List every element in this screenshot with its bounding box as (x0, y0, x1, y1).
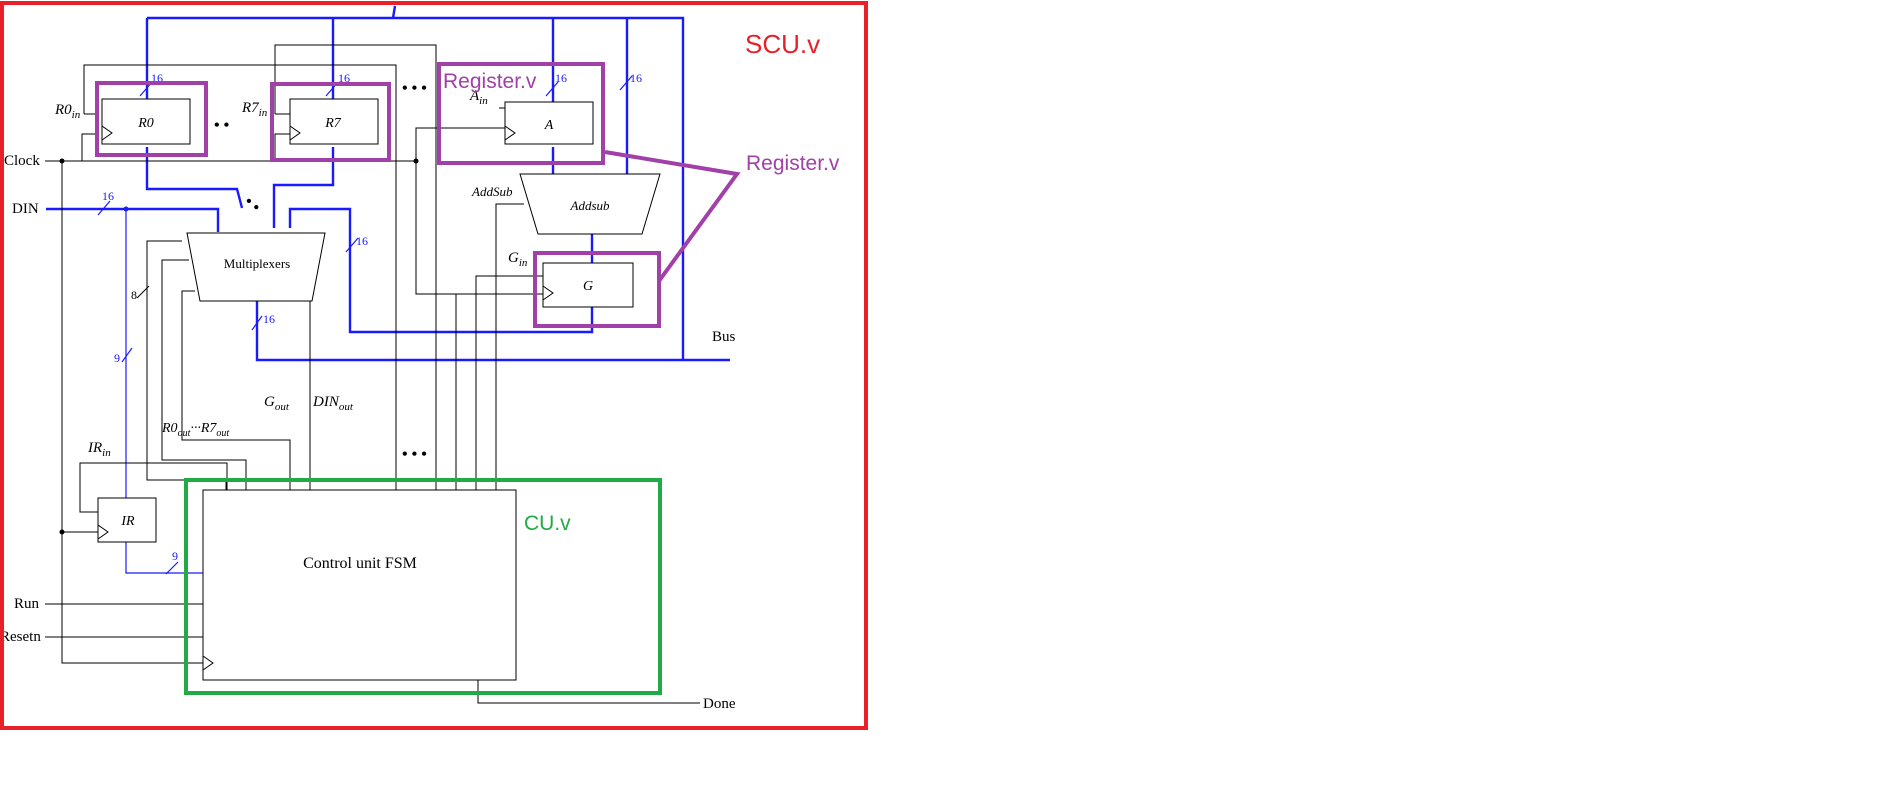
r7-label: R7 (324, 116, 342, 131)
ellipsis-mux: • • (241, 193, 264, 216)
g-label: G (583, 279, 593, 294)
r7-register-box (270, 82, 391, 162)
width-mux-8: 8 (131, 288, 137, 302)
width-ir-9: 9 (114, 351, 120, 365)
scu-module-label: SCU.v (745, 29, 820, 59)
width-a: 16 (555, 71, 567, 85)
r0-label: R0 (137, 116, 154, 131)
io-labels: Clock DIN Run Resetn Bus Done (0, 153, 736, 712)
width-labels: 16 16 16 16 16 16 16 9 9 8 (102, 71, 642, 563)
clock-label: Clock (4, 153, 40, 169)
bus-label: Bus (712, 329, 736, 345)
a-in-label: Ain (469, 88, 488, 107)
ir-in-label: IRin (87, 440, 111, 459)
register-label-top: Register.v (443, 70, 537, 93)
din-label: DIN (12, 201, 39, 217)
adder-subtractor: Addsub (519, 173, 661, 235)
register-ir: IR (97, 497, 157, 543)
register-r7: R7 (289, 98, 379, 145)
r7-in-label: R7in (241, 100, 268, 119)
width-r7: 16 (338, 71, 350, 85)
addsub-label: Addsub (570, 198, 611, 213)
cu-module-label: CU.v (524, 512, 571, 535)
ellipsis-r0-r7: • • (214, 117, 229, 134)
junctions (59, 158, 419, 535)
ir-label: IR (120, 514, 135, 529)
control-unit-fsm: Control unit FSM (202, 489, 517, 681)
a-label: A (544, 118, 554, 133)
resetn-label: Resetn (0, 629, 41, 645)
g-out-label: Gout (264, 394, 290, 413)
fsm-label: Control unit FSM (303, 555, 417, 572)
multiplexers: Multiplexers (186, 232, 326, 302)
done-label: Done (703, 696, 736, 712)
register-a: A (504, 101, 594, 145)
register-r0: R0 (101, 98, 191, 145)
cu-module-box (184, 478, 662, 695)
din-out-label: DINout (312, 394, 354, 413)
a-register-box (437, 62, 605, 165)
width-mux-out: 16 (263, 312, 275, 326)
g-register-box (533, 251, 661, 328)
width-fsm-9: 9 (172, 549, 178, 563)
addsub-signal-label: AddSub (471, 184, 513, 199)
register-callout-lines (604, 150, 741, 283)
ellipsis-top: • • • (402, 80, 427, 97)
width-din: 16 (102, 189, 114, 203)
register-g: G (542, 262, 634, 308)
signal-labels: R0in R7in Ain AddSub Gin IRin Gout DINou… (54, 88, 528, 459)
ellipsis-bottom: • • • (402, 446, 427, 463)
r0-in-label: R0in (54, 102, 81, 121)
run-label: Run (14, 596, 40, 612)
r0-register-box (95, 81, 208, 157)
g-in-label: Gin (508, 250, 528, 269)
mux-label: Multiplexers (224, 256, 290, 271)
r0-r7-out-label: R0out···R7out (161, 421, 229, 439)
module-overlays: SCU.v CU.v Register.v Register.v (0, 1, 868, 730)
register-label-side: Register.v (746, 152, 840, 175)
width-bus-right: 16 (630, 71, 642, 85)
scu-module-box (0, 1, 868, 730)
width-g-out: 16 (356, 234, 368, 248)
